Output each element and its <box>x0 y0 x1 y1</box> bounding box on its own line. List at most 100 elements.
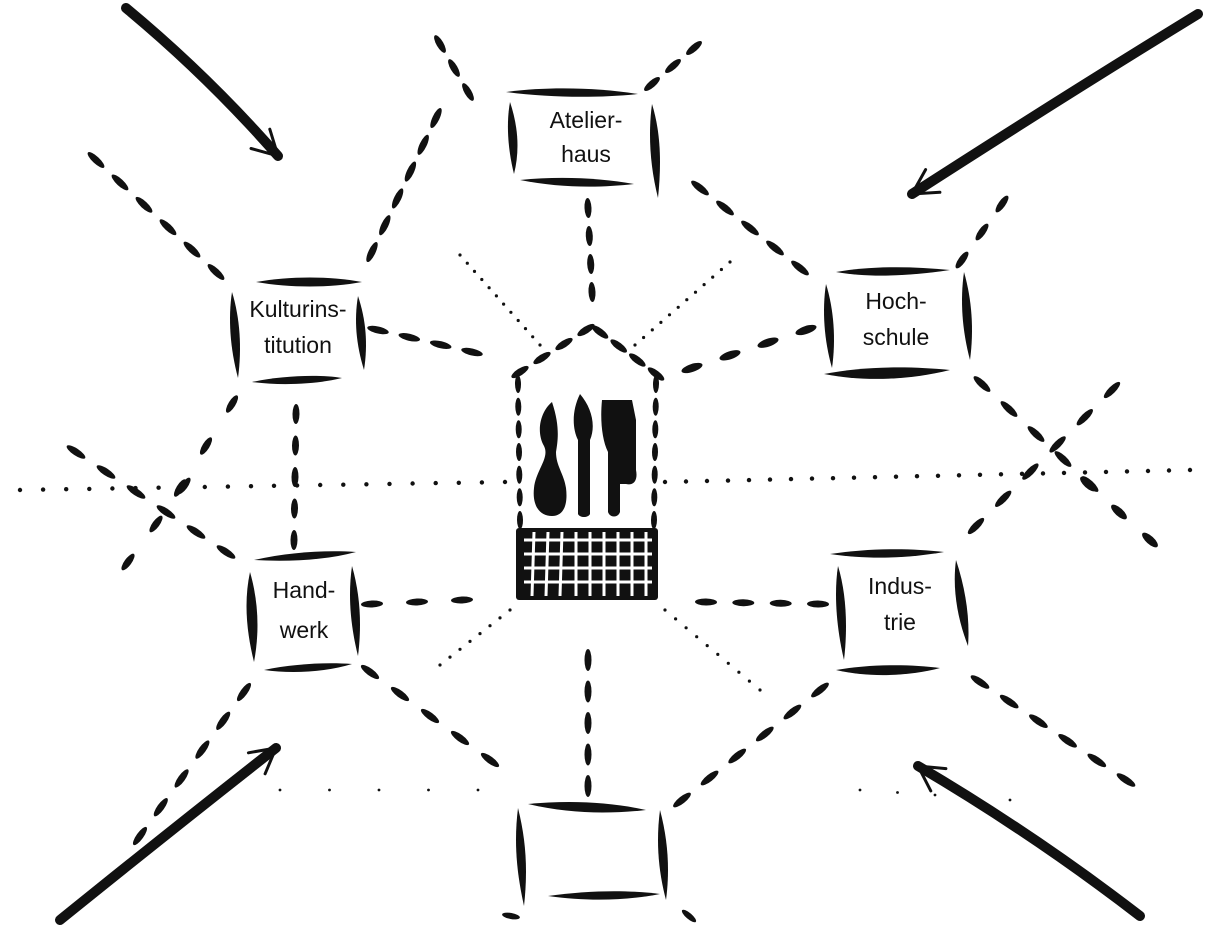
connection-dash <box>214 710 233 732</box>
connection-dash <box>377 214 393 237</box>
radial-dot <box>663 480 667 484</box>
connection-dash <box>193 739 212 761</box>
radial-dot <box>1167 468 1171 472</box>
radial-dot <box>651 328 654 331</box>
connection-dash <box>292 435 299 455</box>
radial-dot <box>936 474 940 478</box>
radial-dot <box>64 487 68 491</box>
radial-dot <box>999 472 1003 476</box>
radial-dot <box>1125 469 1129 473</box>
node-kulturinstitution-line-2: titution <box>264 332 332 358</box>
radial-dot <box>1041 471 1045 475</box>
connection-dash <box>1109 502 1129 521</box>
connection-dash <box>588 282 596 302</box>
connection-dash <box>1078 474 1098 493</box>
connection-dash <box>732 599 754 606</box>
radial-dot <box>495 294 498 297</box>
radial-dot <box>685 626 688 629</box>
radial-dot <box>410 481 414 485</box>
connection-dash <box>95 463 117 481</box>
center-outline-dash <box>516 420 522 438</box>
connection-dash <box>419 707 441 726</box>
radial-dot <box>538 343 541 346</box>
connection-dash <box>172 767 191 789</box>
connection-dash <box>1026 424 1047 444</box>
radial-dot <box>498 616 501 619</box>
connection-dash <box>782 702 804 721</box>
connection-dash <box>215 543 237 561</box>
radial-dot <box>748 680 751 683</box>
connection-dash <box>110 172 131 192</box>
node-industrie-line-1: Indus- <box>868 573 932 599</box>
connection-dash <box>158 217 179 237</box>
center-outline-dash <box>516 443 522 461</box>
radial-dot <box>1083 470 1087 474</box>
connection-dash <box>292 404 299 424</box>
connection-dash <box>993 489 1014 510</box>
radial-dot <box>873 475 877 479</box>
connection-dash <box>290 530 297 550</box>
arrow-bottom-left-icon <box>60 748 276 920</box>
connection-dash <box>585 775 592 797</box>
connection-dash <box>726 746 748 765</box>
radial-dot <box>502 303 505 306</box>
radial-dot <box>272 484 276 488</box>
radial-dot <box>458 253 461 256</box>
connection-dash <box>131 825 150 847</box>
connection-dash <box>754 724 776 743</box>
radial-dot <box>434 481 438 485</box>
arrow-bottom-right-icon <box>918 766 1140 916</box>
node-atelierhaus-line-1: Atelier- <box>550 107 623 133</box>
radial-dot <box>488 286 491 289</box>
center-outline-dash <box>651 488 657 506</box>
radial-dot <box>1062 471 1066 475</box>
radial-dot <box>1146 469 1150 473</box>
radial-dot <box>341 483 345 487</box>
radial-dot <box>768 477 772 481</box>
radial-dot <box>87 487 91 491</box>
center-outline-dash <box>590 323 610 341</box>
node-hochschule: Hoch- schule <box>824 267 972 379</box>
connection-dash <box>235 681 254 703</box>
radial-dot <box>711 276 714 279</box>
connection-dash <box>390 187 406 210</box>
radial-dot <box>466 262 469 265</box>
connection-dash <box>587 254 595 274</box>
radial-dot <box>1188 468 1192 472</box>
node-hochschule-line-1: Hoch- <box>865 288 926 314</box>
connection-dash <box>428 107 444 130</box>
radial-dot <box>1104 470 1108 474</box>
radial-dot <box>957 473 961 477</box>
radial-dot <box>978 473 982 477</box>
connection-dash <box>585 226 593 246</box>
connection-dash <box>451 596 473 604</box>
center-workshop <box>510 322 666 600</box>
connection-dash <box>807 600 829 607</box>
node-handwerk-line-2: werk <box>279 617 329 643</box>
radial-dot <box>41 487 45 491</box>
connection-dash <box>398 331 421 343</box>
connection-dash <box>680 361 703 376</box>
connection-dash <box>65 443 87 461</box>
radial-dot <box>503 480 507 484</box>
radial-dot <box>810 476 814 480</box>
center-outline-dash <box>515 375 521 393</box>
center-outline-dash <box>652 466 658 484</box>
radial-dot <box>894 475 898 479</box>
radial-dot <box>677 306 680 309</box>
radial-dot <box>473 270 476 273</box>
center-outline-dash <box>554 336 575 353</box>
radial-dot <box>378 789 381 792</box>
node-kulturinstitution-line-1: Kulturins- <box>249 296 346 322</box>
connection-dash <box>680 908 698 924</box>
connection-dash <box>584 198 592 218</box>
connection-dash <box>969 673 991 691</box>
radial-dot <box>685 298 688 301</box>
radial-dot <box>720 268 723 271</box>
connection-dash <box>663 57 683 75</box>
radial-dot <box>364 482 368 486</box>
node-atelierhaus-line-2: haus <box>561 141 611 167</box>
connection-dash <box>585 744 592 766</box>
connection-dash <box>502 911 521 920</box>
connection-dash <box>119 552 137 572</box>
